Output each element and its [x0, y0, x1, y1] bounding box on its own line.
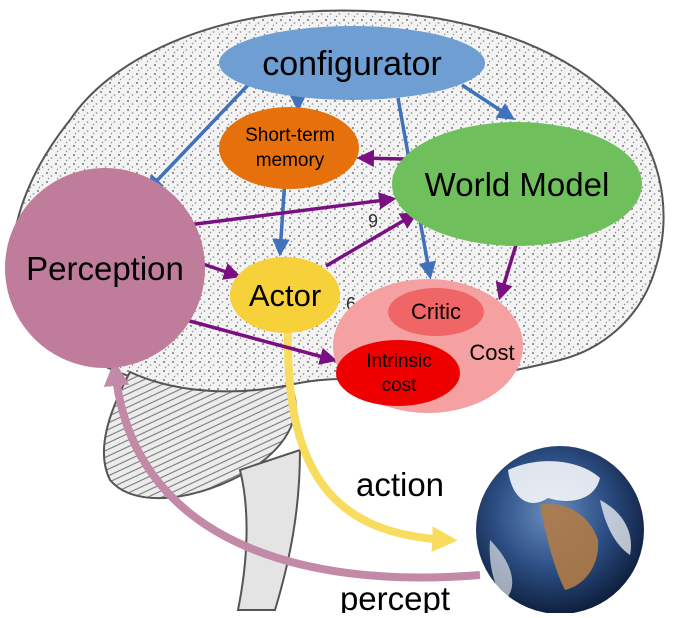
world-model-label: World Model: [425, 166, 610, 203]
actor-module: Actor: [230, 257, 340, 333]
configurator-connections: [145, 83, 515, 280]
percept-arrow: [103, 360, 481, 582]
intrinsic-cost-ellipse: [336, 340, 460, 406]
configurator-ellipse: [219, 26, 485, 100]
configurator-label: configurator: [262, 45, 442, 83]
critic-ellipse: [388, 288, 484, 336]
short-term-memory-label-line1: Short-term: [245, 125, 335, 146]
cost-label: Cost: [469, 340, 514, 365]
actor-label: Actor: [249, 278, 321, 313]
world-model-ellipse: [392, 122, 642, 246]
perception-module: Perception: [5, 168, 205, 368]
perception-circle: [5, 168, 205, 368]
intrinsic-cost-label-line1: Intrinsic: [366, 351, 431, 372]
intrinsic-cost-label-line2: cost: [382, 375, 418, 396]
action-label: action: [356, 466, 444, 503]
brain-region-number-9: 9: [368, 211, 378, 231]
percept-label: percept: [340, 580, 450, 613]
brain-region-number-6: 6: [346, 294, 356, 314]
action-arrow: [283, 324, 458, 553]
short-term-memory-module: Short-term memory: [219, 107, 359, 189]
world-model-module: World Model: [392, 122, 642, 246]
short-term-memory-ellipse: [219, 107, 359, 189]
short-term-memory-label-line2: memory: [256, 150, 325, 171]
actor-ellipse: [230, 257, 340, 333]
perception-label: Perception: [26, 250, 184, 287]
cost-module: Critic Cost Intrinsic cost: [333, 279, 523, 413]
configurator-module: configurator: [219, 26, 485, 100]
critic-label: Critic: [411, 299, 461, 324]
brain-stem: [236, 448, 302, 611]
earth-globe-icon: [476, 446, 644, 614]
